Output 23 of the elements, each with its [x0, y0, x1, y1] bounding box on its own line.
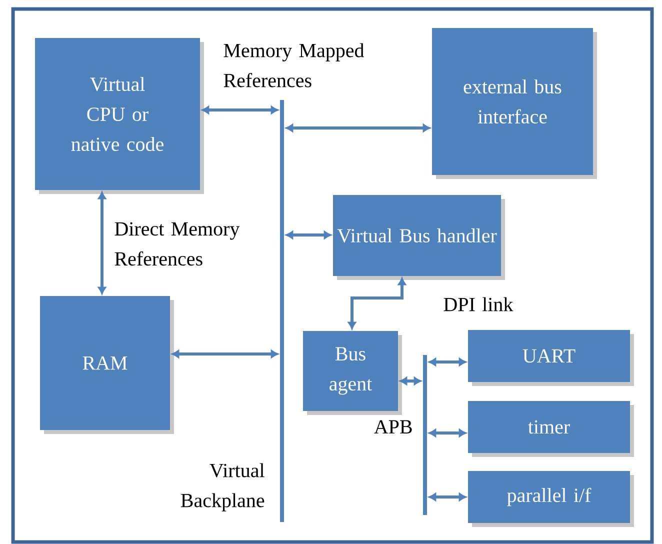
arrow: [286, 231, 332, 239]
process-box: RAM: [40, 296, 174, 434]
arrow: [428, 429, 466, 437]
process-box: Virtual CPU or native code: [35, 38, 204, 194]
process-box: external bus interface: [432, 28, 597, 179]
process-box: parallel i/f: [468, 471, 634, 527]
arrow: [400, 377, 422, 385]
arrow: [286, 124, 430, 132]
arrow: [348, 278, 406, 330]
bus-label: APB: [374, 420, 412, 434]
process-box: UART: [468, 330, 634, 386]
arrow: [428, 493, 466, 501]
edge-label: Memory Mapped References: [224, 43, 364, 88]
edge-label: DPI link: [444, 297, 514, 312]
edge-label: Direct Memory References: [114, 222, 240, 266]
bus-label: Virtual Backplane: [180, 463, 264, 512]
arrow: [202, 106, 278, 114]
process-box: Virtual Bus handler: [333, 195, 505, 280]
process-box: Bus agent: [303, 331, 402, 415]
arrow: [428, 358, 466, 366]
arrow: [172, 350, 278, 358]
arrow: [98, 192, 106, 294]
process-box: timer: [468, 401, 634, 457]
